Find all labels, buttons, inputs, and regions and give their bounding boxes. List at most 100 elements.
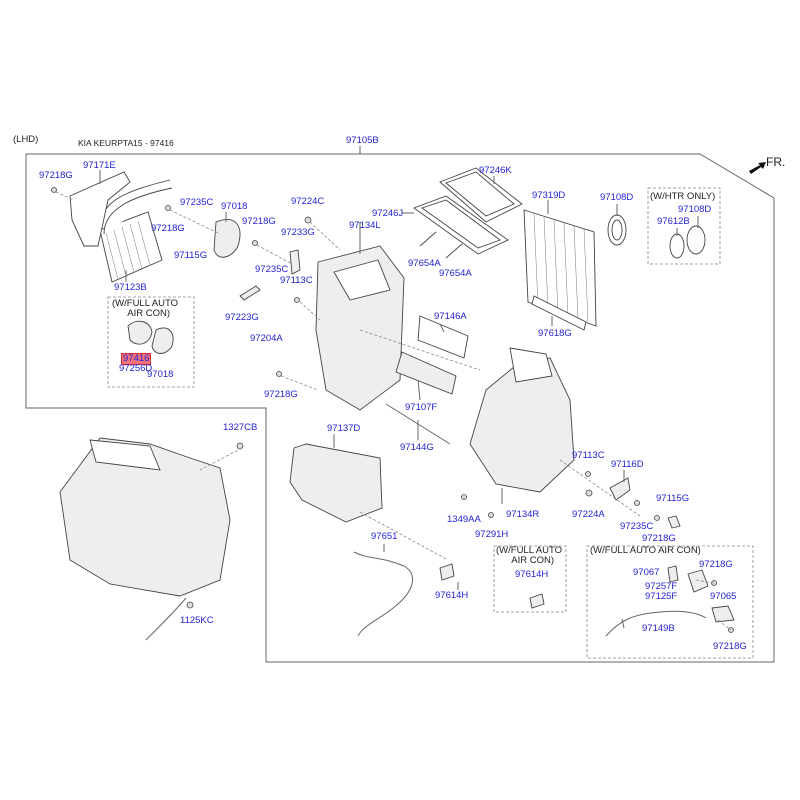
bracket-97018-b <box>151 327 174 354</box>
part-label-97065[interactable]: 97065 <box>710 591 737 602</box>
part-label-97105B[interactable]: 97105B <box>346 135 379 146</box>
part-label-97171E[interactable]: 97171E <box>83 160 116 171</box>
part-label-97218G[interactable]: 97218G <box>713 641 747 652</box>
evaporator <box>523 209 597 327</box>
part-label-97125F[interactable]: 97125F <box>645 591 678 602</box>
part-label-97137D[interactable]: 97137D <box>327 423 361 434</box>
clip-97224A <box>585 489 593 497</box>
hose-97651 <box>353 551 413 637</box>
part-label-97651[interactable]: 97651 <box>371 531 398 542</box>
part-label-97108D[interactable]: 97108D <box>678 204 712 215</box>
part-label-97116D[interactable]: 97116D <box>611 459 644 470</box>
part-label-97612B[interactable]: 97612B <box>657 216 690 227</box>
part-label-97614H[interactable]: 97614H <box>515 569 549 580</box>
note-htr-only: (W/HTR ONLY) <box>650 191 716 202</box>
part-label-97257F[interactable]: 97257F <box>645 581 678 592</box>
part-label-97235C[interactable]: 97235C <box>180 197 214 208</box>
option-box-full-auto-3 <box>586 545 754 659</box>
part-label-97224C[interactable]: 97224C <box>291 196 325 207</box>
screw-97218G-c <box>252 240 258 246</box>
part-label-97654A[interactable]: 97654A <box>408 258 441 269</box>
part-label-97113C[interactable]: 97113C <box>572 450 605 461</box>
hose-97149B <box>605 610 707 637</box>
sensor-97614H <box>439 563 455 581</box>
part-label-97018[interactable]: 97018 <box>147 369 174 380</box>
screw-97218G-a <box>51 187 57 193</box>
screw-97235C-c <box>634 500 640 506</box>
part-label-97614H[interactable]: 97614H <box>435 590 469 601</box>
clip-97291H <box>488 512 494 518</box>
clip-97224C <box>304 216 312 224</box>
part-label-1327CB[interactable]: 1327CB <box>223 422 258 433</box>
screw-97218G-f <box>711 580 717 586</box>
seal-97612B <box>669 233 685 259</box>
part-label-97144G[interactable]: 97144G <box>400 442 434 453</box>
part-label-97224A[interactable]: 97224A <box>572 509 605 520</box>
sensor-97614H-b <box>529 593 545 609</box>
door-97107F <box>395 351 457 395</box>
part-label-97134R[interactable]: 97134R <box>506 509 540 520</box>
full-assembly-illustration <box>59 437 231 597</box>
part-label-1125KC[interactable]: 1125KC <box>180 615 214 626</box>
part-label-97067[interactable]: 97067 <box>633 567 660 578</box>
heater-cover <box>69 171 131 247</box>
actuator-97416 <box>127 320 153 345</box>
option-box-full-auto-1 <box>107 296 195 388</box>
screw-97218G-b <box>165 205 171 211</box>
part-label-97204A[interactable]: 97204A <box>250 333 283 344</box>
part-label-97018[interactable]: 97018 <box>221 201 248 212</box>
option-box-htr-only <box>647 187 721 265</box>
bolt-1327CB <box>236 442 244 450</box>
part-label-97218G[interactable]: 97218G <box>39 170 73 181</box>
valve-97065 <box>711 605 735 623</box>
part-label-97218G[interactable]: 97218G <box>699 559 733 570</box>
part-label-97223G[interactable]: 97223G <box>225 312 259 323</box>
part-label-97416-highlighted[interactable]: 97416 <box>121 353 152 365</box>
part-label-97319D[interactable]: 97319D <box>532 190 566 201</box>
part-label-97291H[interactable]: 97291H <box>475 529 509 540</box>
part-label-97218G[interactable]: 97218G <box>642 533 676 544</box>
part-label-97218G[interactable]: 97218G <box>264 389 298 400</box>
lever-97233G <box>289 249 301 275</box>
part-label-97149B[interactable]: 97149B <box>642 623 675 634</box>
part-label-97218G[interactable]: 97218G <box>242 216 276 227</box>
drain-case-97137D <box>289 443 383 523</box>
bracket-97018 <box>213 219 241 258</box>
part-label-97115G[interactable]: 97115G <box>174 250 208 261</box>
note-full-auto-1: (W/FULL AUTO AIR CON) <box>112 298 178 320</box>
door-97146A <box>417 315 469 359</box>
link-97067 <box>667 565 679 583</box>
lever-97223G <box>239 285 261 301</box>
part-label-97134L[interactable]: 97134L <box>349 220 381 231</box>
part-label-97146A[interactable]: 97146A <box>434 311 467 322</box>
part-label-97115G[interactable]: 97115G <box>656 493 690 504</box>
actuator-97257F <box>687 569 709 593</box>
part-label-97246J[interactable]: 97246J <box>372 208 404 219</box>
front-arrow-icon <box>749 162 766 174</box>
part-label-97256D[interactable]: 97256D <box>119 363 153 374</box>
part-label-97618G[interactable]: 97618G <box>538 328 572 339</box>
note-full-auto-3: (W/FULL AUTO AIR CON) <box>590 545 701 556</box>
part-label-97123B[interactable]: 97123B <box>114 282 147 293</box>
part-label-97246K[interactable]: 97246K <box>479 165 512 176</box>
note-full-auto-2: (W/FULL AUTO AIR CON) <box>496 545 562 567</box>
part-label-97235C[interactable]: 97235C <box>620 521 654 532</box>
diagram-title: KIA KEURPTA15 - 97416 <box>78 138 174 148</box>
main-frame <box>25 153 775 663</box>
option-box-full-auto-2 <box>493 545 567 613</box>
part-label-1349AA[interactable]: 1349AA <box>447 514 481 525</box>
part-label-97113C[interactable]: 97113C <box>280 275 313 286</box>
part-label-97654A[interactable]: 97654A <box>439 268 472 279</box>
part-label-97108D[interactable]: 97108D <box>600 192 634 203</box>
part-label-97233G[interactable]: 97233G <box>281 227 315 238</box>
part-label-97107F[interactable]: 97107F <box>405 402 438 413</box>
clip-97113C-b <box>585 471 591 477</box>
heater-core <box>99 211 163 283</box>
arm-97116D <box>609 477 631 501</box>
part-label-97235C[interactable]: 97235C <box>255 264 289 275</box>
seal-97108D-b <box>686 225 706 255</box>
part-label-97218G[interactable]: 97218G <box>151 223 185 234</box>
drive-side-label: (LHD) <box>13 134 39 145</box>
front-indicator: FR. <box>766 155 786 169</box>
